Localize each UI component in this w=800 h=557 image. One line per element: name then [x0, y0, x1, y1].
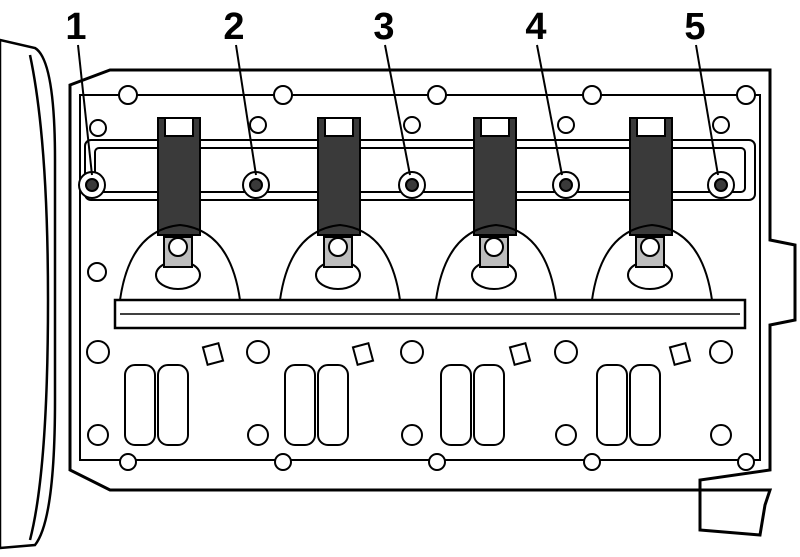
leader-5 — [695, 44, 719, 176]
callout-4: 4 — [525, 6, 547, 48]
bolt-1 — [78, 171, 106, 199]
callout-3: 3 — [373, 6, 395, 48]
bolt-3 — [398, 171, 426, 199]
callout-2: 2 — [223, 6, 245, 48]
leader-3 — [384, 44, 411, 176]
hose-clips — [201, 342, 692, 366]
callout-1: 1 — [65, 6, 87, 48]
leader-4 — [536, 44, 563, 176]
bolt-5 — [707, 171, 735, 199]
leader-1 — [77, 44, 93, 176]
callout-5: 5 — [684, 6, 706, 48]
callout-leaders — [77, 44, 719, 176]
left-housing — [0, 38, 57, 550]
leader-2 — [235, 44, 257, 176]
fuel-rail — [113, 298, 747, 330]
injector-clamps — [157, 117, 673, 236]
bolt-2 — [242, 171, 270, 199]
injector-nuts — [155, 236, 673, 290]
injector-arches — [119, 223, 713, 301]
cam-lobes — [124, 364, 661, 446]
bolt-4 — [552, 171, 580, 199]
perimeter-bolts — [86, 85, 756, 471]
